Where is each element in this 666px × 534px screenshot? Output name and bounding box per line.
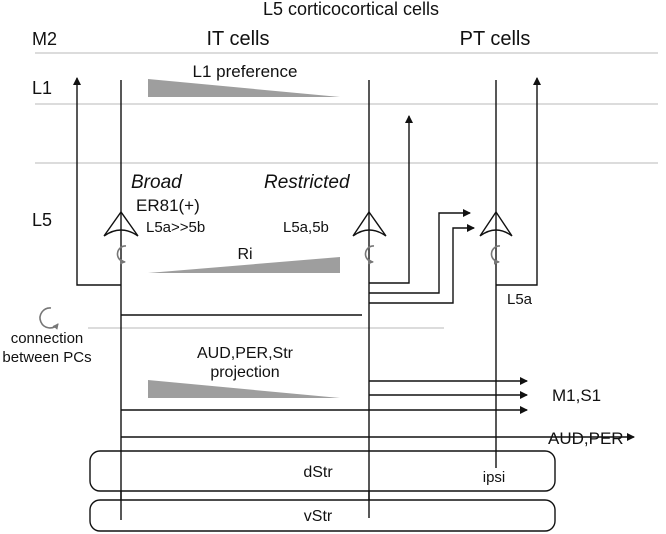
restricted-label: Restricted xyxy=(264,172,351,193)
vstr-box xyxy=(89,499,556,532)
projection-wedge xyxy=(148,380,340,398)
diagram-title: L5 corticocortical cells xyxy=(263,0,439,19)
legend-line1: connection xyxy=(11,330,84,347)
it-cells-label: IT cells xyxy=(207,28,270,50)
l1-preference-wedge xyxy=(148,79,340,97)
target-m1-s1: M1,S1 xyxy=(552,386,601,405)
area-label: M2 xyxy=(32,29,57,49)
er81-label: ER81(+) xyxy=(136,196,200,215)
pt-layer-label: L5a xyxy=(507,291,533,308)
target-aud-per: AUD,PER xyxy=(548,429,624,448)
projection-label-line1: AUD,PER,Str xyxy=(197,345,294,362)
ri-label: Ri xyxy=(237,246,252,263)
ri-wedge xyxy=(148,257,340,273)
layer-l5-label: L5 xyxy=(32,210,52,230)
dstr-label: dStr xyxy=(303,464,333,481)
layer-l1-label: L1 xyxy=(32,78,52,98)
connection-loop-icon xyxy=(39,307,59,330)
broad-label: Broad xyxy=(131,172,183,193)
l1-preference-label: L1 preference xyxy=(193,62,298,81)
pt-cells-label: PT cells xyxy=(460,28,531,50)
pt-neuron xyxy=(479,77,541,471)
restricted-it-neuron xyxy=(352,80,528,523)
broad-layer-label: L5a>>5b xyxy=(146,219,205,236)
legend-line2: between PCs xyxy=(2,349,91,366)
dstr-box xyxy=(89,450,556,492)
projection-label-line2: projection xyxy=(210,364,279,381)
restricted-layer-label: L5a,5b xyxy=(283,219,329,236)
vstr-label: vStr xyxy=(304,508,333,525)
ipsi-label: ipsi xyxy=(483,469,506,486)
